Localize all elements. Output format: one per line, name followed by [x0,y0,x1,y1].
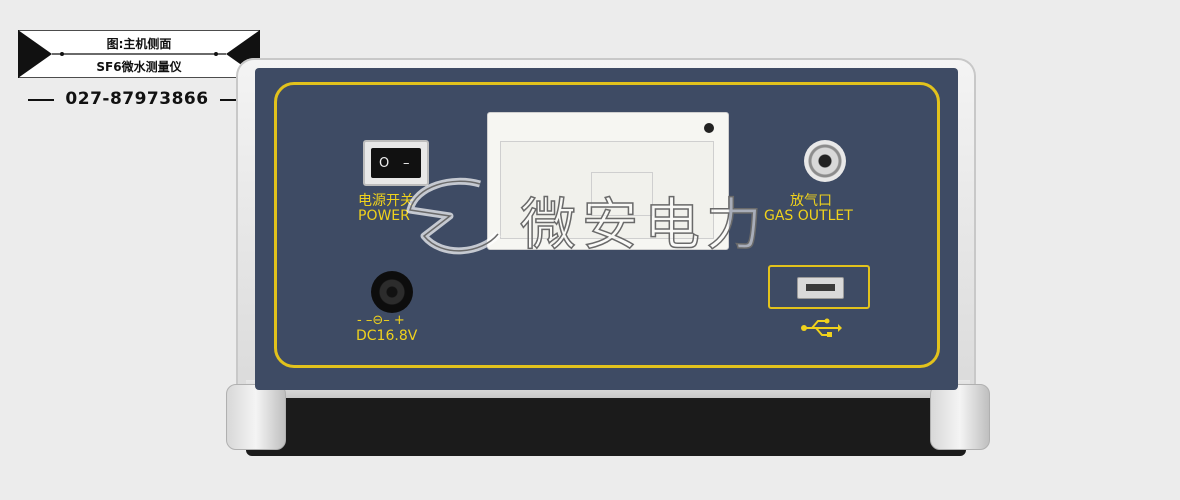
switch-on-mark: – [403,156,410,171]
phone-number-text: 027-87973866 [65,89,209,109]
watermark: 微安电力 [402,176,782,266]
caption-product: SF6微水测量仪 [96,60,182,74]
printer-lid[interactable] [500,141,714,239]
printer-button[interactable] [704,123,714,133]
base-bumper [246,398,966,456]
dc-power-jack[interactable] [371,271,413,313]
base-foot-left [226,384,286,450]
panel-border [274,82,940,368]
power-label-en: POWER [358,208,410,224]
power-switch[interactable]: O – [363,140,429,186]
caption-badge: 图:主机侧面 SF6微水测量仪 [18,30,260,78]
dc-voltage-label: DC16.8V [356,328,418,344]
dc-polarity-symbol: - –⊖– + [357,313,405,328]
logo-icon [406,177,501,255]
device-base [226,380,990,460]
phone-rule-right [220,99,246,101]
printer-window [591,172,653,216]
power-label-cn: 电源开关 [358,193,414,209]
printer [487,112,729,250]
gas-outlet-label-cn: 放气口 [790,193,832,209]
usb-frame [768,265,870,309]
usb-icon [801,318,842,337]
base-foot-right [930,384,990,450]
phone-number: 027-87973866 [28,89,246,109]
usb-port[interactable] [797,277,844,299]
usb-port-tongue [806,284,835,291]
switch-off-mark: O [379,156,390,171]
gas-outlet-port[interactable] [804,140,846,182]
phone-rule-left [28,99,54,101]
caption-title: 图:主机侧面 [106,37,172,51]
gas-outlet-label-en: GAS OUTLET [764,208,853,224]
badge-frame [18,30,260,78]
power-rocker[interactable]: O – [371,148,421,178]
watermark-text: 微安电力 [519,192,768,259]
